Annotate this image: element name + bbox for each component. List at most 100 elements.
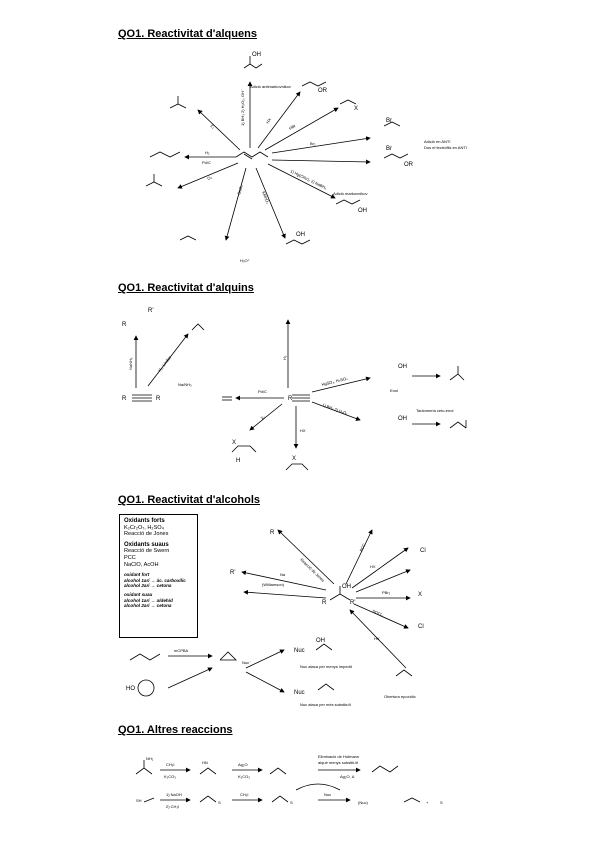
- other-s-label: S: [218, 800, 221, 805]
- alcohol-hx2-label: HX: [374, 636, 380, 641]
- oxidants-box: Oxidants forts K₂Cr₂O₇, H₂SO₄ Reacció de…: [119, 514, 198, 638]
- other-ag2o-label: Ag₂O: [238, 762, 248, 767]
- alkene-br2-label: Br₂: [310, 141, 316, 146]
- alkene-product-oh-2: OH: [358, 208, 367, 214]
- alkyne-r-right: R: [156, 396, 161, 402]
- alkene-product-or-2: OR: [404, 162, 414, 168]
- alkene-x2-label: X₂: [209, 123, 216, 130]
- alkyne-h2-label: H₂: [282, 355, 287, 360]
- alcohol-nuc-1: Nuc: [294, 648, 305, 654]
- alcohol-product-cl-2: Cl: [418, 624, 424, 630]
- alkyne-r2-top: R': [148, 308, 153, 314]
- alkyne-x-product: X: [232, 440, 236, 446]
- alkyne-h-product: H: [236, 458, 240, 464]
- other-alkene-note: alquè menys substituït: [318, 760, 359, 765]
- alkene-side-note-2: Dos el·lectròfils en ANTI: [424, 145, 467, 150]
- other-ch3i-label: CH₃I: [166, 762, 175, 767]
- alcohol-mcpba-label: mCPBA: [174, 648, 189, 653]
- alkene-hydroboration-label: 1) BH₃ 2) H₂O₂, OH⁻: [240, 89, 245, 126]
- alcohol-epox-note: Obertura epoxídic: [384, 694, 416, 699]
- alkene-hbr-label: HBr: [288, 123, 297, 131]
- mild-oxidant-3: NaClO, AcOH: [124, 561, 159, 568]
- other-sh-label: SH: [136, 798, 142, 803]
- alkene-antimarkov-note: Adició antimarkovnikov: [250, 84, 291, 89]
- section-title-alkynes: QO1. Reactivitat d'alquins: [118, 282, 254, 294]
- alkene-pdc-label: Pd/C: [202, 160, 211, 165]
- alkyne-r-center: R: [288, 396, 293, 402]
- alcohol-ho-label: HO: [126, 686, 135, 692]
- other-nuc-label: Nuc: [324, 792, 331, 797]
- alkyne-pdc-label: Pd/C: [258, 389, 267, 394]
- alkene-product-br-2: Br: [386, 146, 392, 152]
- alcohol-product-cl: Cl: [420, 548, 426, 554]
- alkene-oso4-label: OsO₄: [236, 184, 244, 195]
- mild-oxidant-2: PCC: [124, 554, 136, 561]
- alkyne-hgso4-label: HgSO₄, H₂SO₄: [321, 376, 348, 387]
- alkene-product-x: X: [354, 106, 358, 112]
- alcohol-center-r: R: [322, 600, 327, 606]
- alkene-kmno4-label: KMnO₄: [261, 191, 271, 205]
- alcohol-reaction-scheme: OH R R' Reacció de Jones PCC HX PBr₃ SOC…: [126, 529, 426, 707]
- other-s-label-2: S: [290, 800, 293, 805]
- other-heat-label: Ag₂O, Δ: [340, 774, 355, 779]
- alcohol-sn2-note: Nuc ataca per menys impedit: [300, 664, 353, 669]
- other-ch3i2-label: 2) CH₃I: [166, 804, 179, 809]
- alkene-h3o-label: H₃O⁺: [240, 258, 250, 263]
- alcohol-sn1-note: Nuc ataca per més substituït: [300, 702, 352, 707]
- alcohol-center-oh: OH: [342, 584, 351, 590]
- alkyne-x2-label: X₂: [259, 414, 266, 421]
- other-hn-label: HN: [202, 760, 208, 765]
- alcohol-ox-mild-label: PCC: [358, 543, 366, 553]
- alkyne-taut-note: Tautomeria ceto-enol: [416, 408, 453, 413]
- mild-oxidant-1: Reacció de Swern: [124, 548, 170, 555]
- box-note-a2: alcohol 1ari → àc. carboxílic: [124, 577, 186, 583]
- alkene-product-br: Br: [386, 118, 392, 124]
- other-s-label-3: S: [440, 800, 443, 805]
- other-ch3i3-label: CH₃I: [240, 792, 249, 797]
- alkyne-x-product-2: X: [292, 456, 296, 462]
- alcohol-ox-strong-label: Reacció de Jones: [299, 557, 325, 583]
- box-note-b1: oxidant suau: [124, 592, 153, 598]
- alkyne-nanh3-label: Na/NH₃: [178, 382, 192, 387]
- strong-oxidants-title: Oxidants forts: [124, 518, 165, 524]
- box-note-a1: oxidant fort: [124, 572, 150, 578]
- alcohol-oh-epox-1: OH: [316, 638, 325, 644]
- alcohol-socl2-label: SOCl₂: [372, 608, 385, 617]
- box-note-b3: alcohol 2ari → cetona: [124, 603, 172, 609]
- alcohol-na-label: Na: [280, 572, 286, 577]
- other-naoh-label: 1) NaOH: [166, 792, 182, 797]
- other-reaction-scheme: NH₂ HN CH₃I K₂CO₃ Ag₂O K₂CO₃ Eliminació …: [135, 754, 443, 809]
- alcohol-product-r: R: [270, 530, 275, 536]
- alkyne-hx-label: HX: [300, 428, 306, 433]
- alkene-hx-label: HX: [265, 117, 273, 125]
- alkyne-enol-oh-2: OH: [398, 416, 407, 422]
- other-k2co3-label-2: K₂CO₃: [238, 774, 250, 779]
- alkyne-reaction-scheme: R R R R' R NaNH₂ H₂, Lindlar Pd/C Na/NH₃…: [122, 308, 467, 471]
- box-note-a3: alcohol 2ari → cetona: [124, 582, 172, 588]
- alkene-product-or: OR: [318, 88, 328, 94]
- other-plus-label: +: [426, 800, 429, 805]
- alkyne-r-top: R: [122, 322, 127, 328]
- alcohol-product-x: X: [418, 592, 422, 598]
- alcohol-nuc-minus-label: Nuc⁻: [242, 660, 251, 665]
- alcohol-center-r2: R': [350, 600, 355, 606]
- alcohol-pbr3-label: PBr₃: [382, 590, 391, 595]
- alcohol-hx-label: HX: [370, 564, 376, 569]
- alkene-side-note-1: Adició en ANTI: [424, 139, 450, 144]
- alkene-oxymercuration-label: 1) Hg(OAc)₂ 2) NaBH₄: [290, 168, 328, 190]
- section-title-others: QO1. Altres reaccions: [118, 724, 233, 736]
- other-hofmann-note: Eliminació de Hofmann: [318, 754, 359, 759]
- alkyne-r-left: R: [122, 396, 127, 402]
- alkene-o3-label: O₃: [207, 174, 214, 181]
- mild-oxidants-title: Oxidants suaus: [124, 541, 169, 548]
- alkyne-lindlar-label: H₂, Lindlar: [157, 354, 173, 372]
- alkene-h2-label: H₂: [205, 150, 210, 155]
- box-note-b2: alcohol 1ari → aldehíd: [124, 597, 173, 603]
- alcohol-williamson-note: (Williamson): [262, 582, 285, 587]
- alkyne-enol-oh-1: OH: [398, 364, 407, 370]
- alkene-markov-note: Adició markovnikov: [333, 191, 367, 196]
- alcohol-product-r2: R': [230, 570, 235, 576]
- alkene-product-oh-1: OH: [252, 52, 261, 58]
- alcohol-nuc-2: Nuc: [294, 690, 305, 696]
- strong-oxidant-1: K₂Cr₂O₇, H₂SO₄: [124, 524, 164, 531]
